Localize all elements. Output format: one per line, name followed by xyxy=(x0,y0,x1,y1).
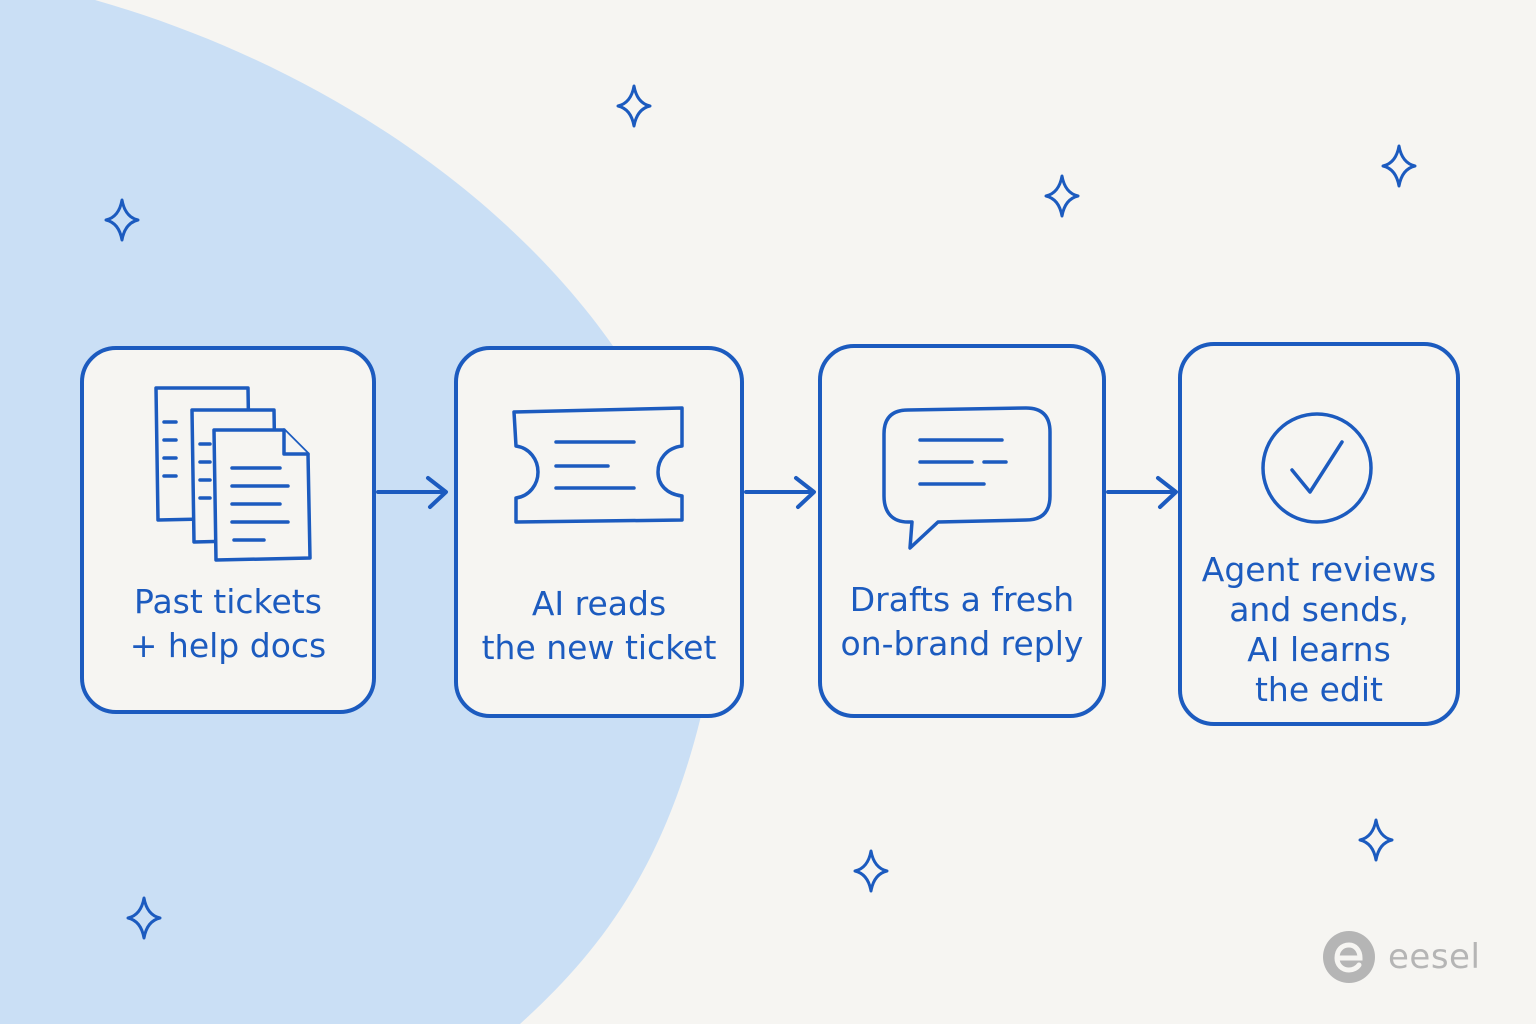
arrow-right-icon xyxy=(376,476,448,509)
ticket-icon xyxy=(512,406,684,524)
arrow-right-icon xyxy=(744,476,816,509)
step-1-label: Past tickets + help docs xyxy=(129,582,327,665)
step-3-label: Drafts a fresh on-brand reply xyxy=(840,580,1084,663)
step-4-label: Agent reviews and sends, AI learns the e… xyxy=(1201,550,1437,709)
sparkle-icon xyxy=(126,896,162,940)
check-circle-icon xyxy=(1261,412,1373,524)
sparkle-icon xyxy=(853,849,889,893)
sparkle-icon xyxy=(1044,174,1080,218)
step-3-box: Drafts a fresh on-brand reply xyxy=(818,344,1106,718)
step-1-box: Past tickets + help docs xyxy=(80,346,376,714)
sparkle-icon xyxy=(616,84,652,128)
chat-bubble-icon xyxy=(882,406,1052,550)
eesel-logo-icon xyxy=(1323,931,1375,983)
documents-icon xyxy=(154,386,312,562)
arrow-right-icon xyxy=(1106,476,1178,509)
step-2-box: AI reads the new ticket xyxy=(454,346,744,718)
brand: eesel xyxy=(1322,930,1480,984)
sparkle-icon xyxy=(1358,818,1394,862)
step-2-label: AI reads the new ticket xyxy=(481,584,717,667)
sparkle-icon xyxy=(104,198,140,242)
sparkle-icon xyxy=(1381,144,1417,188)
step-4-box: Agent reviews and sends, AI learns the e… xyxy=(1178,342,1460,726)
brand-name: eesel xyxy=(1388,937,1481,977)
